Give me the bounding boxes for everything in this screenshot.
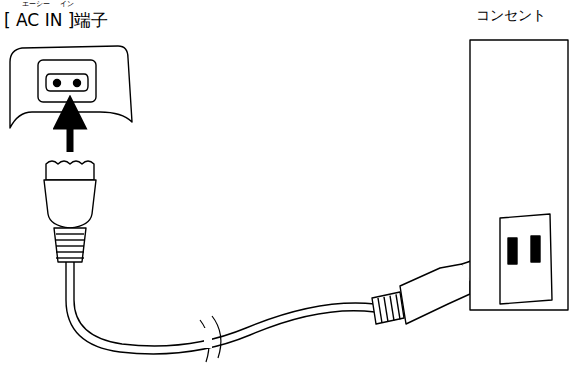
ac-in-socket xyxy=(38,60,96,102)
outlet-label: コンセント xyxy=(476,8,546,23)
insert-arrow xyxy=(67,112,74,152)
terminal-label: [ AC IN ]端子 xyxy=(4,11,108,30)
ruby-text: エーシー xyxy=(22,1,50,9)
wall-plug xyxy=(372,292,404,324)
ac-plug xyxy=(46,161,94,180)
ruby-text: イン xyxy=(60,1,74,9)
wall-outlet xyxy=(470,40,568,310)
